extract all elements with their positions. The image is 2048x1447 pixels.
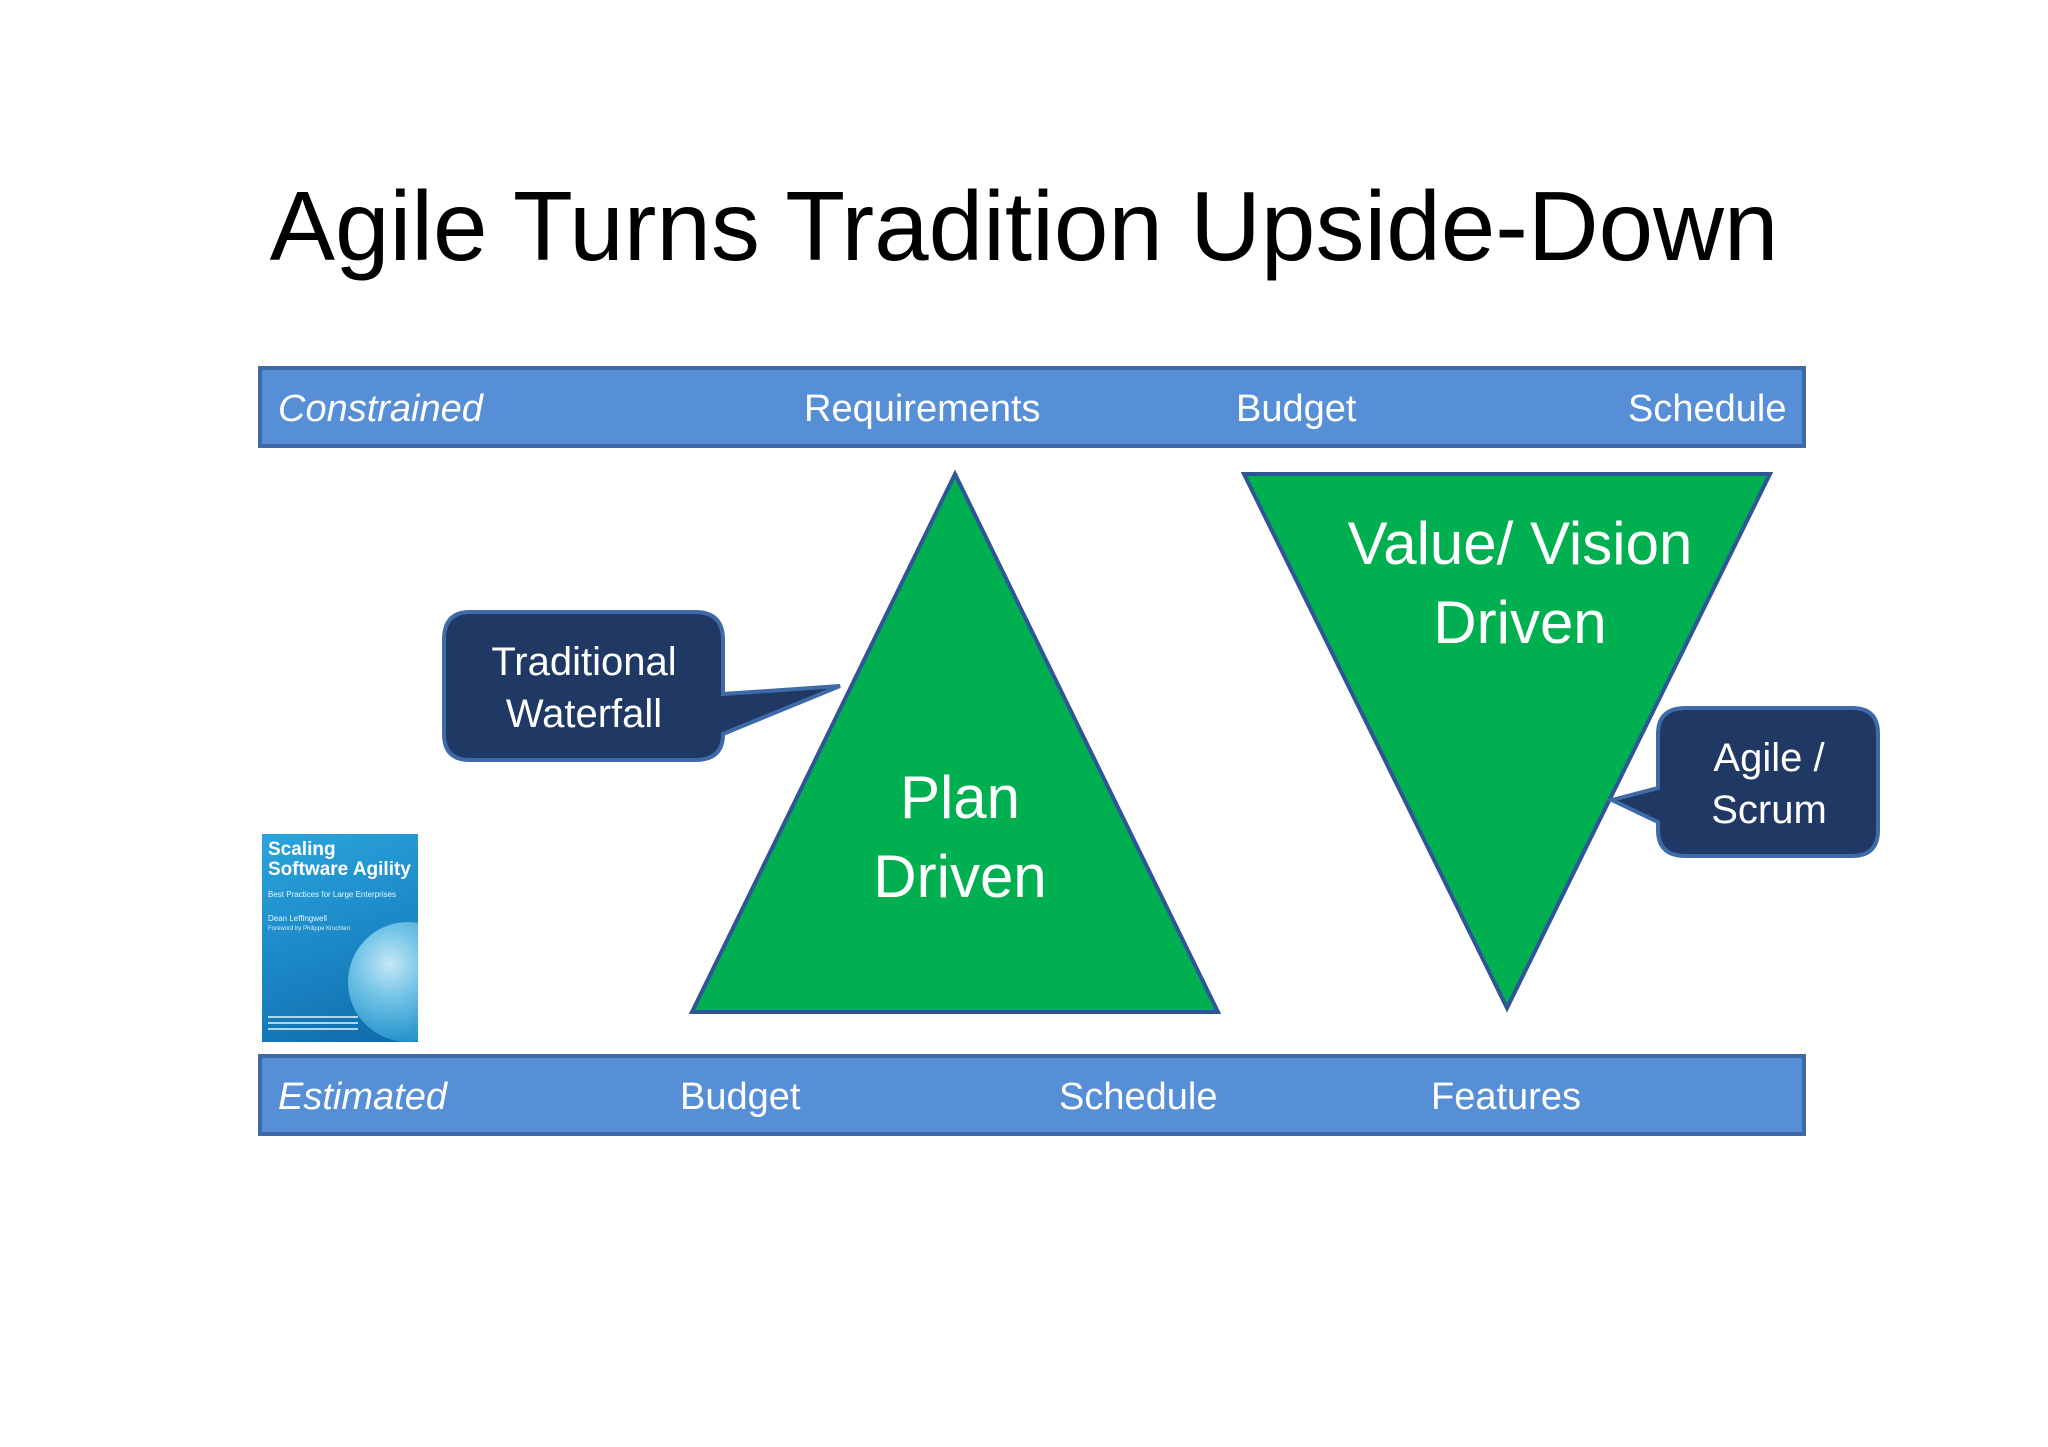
book-foreword: Foreword by Philippe Kruchten [268,926,351,932]
book-publisher-lines [268,1016,358,1034]
top-bar-item-schedule: Schedule [1628,388,1787,430]
bottom-bar-item-schedule: Schedule [1059,1076,1218,1118]
value-driven-triangle [1240,472,1774,1013]
agile-scrum-label: Agile / Scrum [1660,732,1878,836]
traditional-line1: Traditional [491,640,677,684]
book-title-line1: Scaling [268,839,336,860]
agile-line2: Scrum [1711,788,1827,832]
value-driven-line2: Driven [1433,589,1607,657]
globe-graphic [348,922,418,1042]
plan-driven-line1: Plan [899,764,1021,831]
value-driven-line1: Value/ Vision [1347,510,1693,577]
book-subtitle: Best Practices for Large Enterprises [268,890,397,899]
traditional-line2: Waterfall [505,692,663,736]
constrained-label: Constrained [278,388,483,430]
estimated-bar: Estimated Budget Schedule Features [258,1054,1806,1136]
book-title: Scaling Software Agility [268,840,411,880]
slide-title: Agile Turns Tradition Upside-Down [269,171,1779,281]
book-cover-image: Scaling Software Agility Best Practices … [262,834,418,1042]
top-bar-item-budget: Budget [1236,388,1357,430]
traditional-waterfall-label: Traditional Waterfall [446,636,722,740]
bottom-bar-item-budget: Budget [680,1076,801,1118]
plan-driven-label: Plan Driven [860,758,1060,916]
book-title-line2: Software Agility [268,858,411,880]
plan-driven-triangle [688,469,1222,1014]
book-author: Dean Leffingwell [268,914,328,923]
traditional-waterfall-callout [442,610,841,762]
bottom-bar-item-features: Features [1431,1076,1581,1118]
agile-line1: Agile / [1713,736,1825,780]
agile-scrum-callout [1606,706,1880,858]
constrained-bar: Constrained Requirements Budget Schedule [258,366,1806,448]
estimated-label: Estimated [278,1076,447,1118]
value-vision-driven-label: Value/ Vision Driven [1300,504,1740,662]
top-bar-item-requirements: Requirements [804,388,1041,430]
plan-driven-line2: Driven [873,843,1047,911]
